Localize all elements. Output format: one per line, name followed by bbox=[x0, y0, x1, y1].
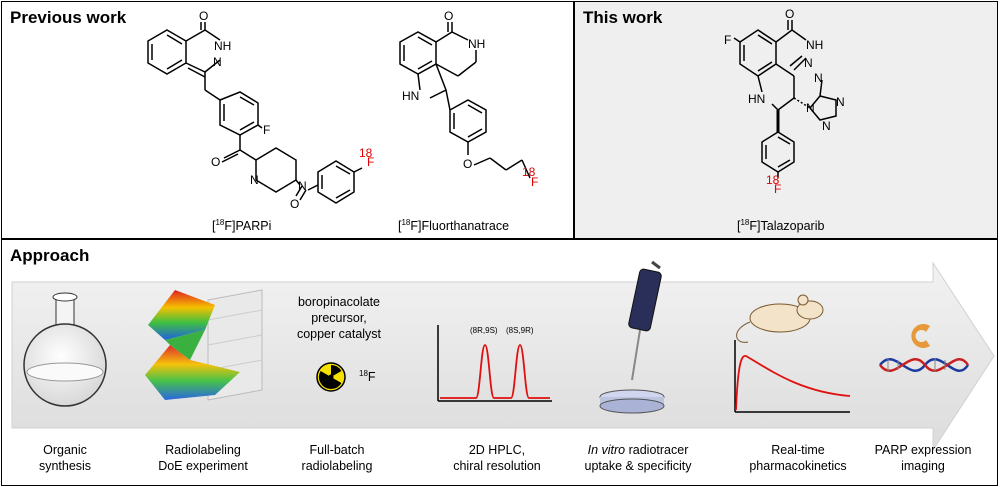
svg-text:N: N bbox=[250, 173, 259, 187]
svg-text:N: N bbox=[213, 55, 222, 69]
parpi-label: [18F]PARPi bbox=[212, 218, 272, 234]
svg-text:O: O bbox=[290, 197, 299, 211]
fluorine-18-label: 18F bbox=[359, 369, 376, 385]
svg-text:O: O bbox=[199, 9, 208, 23]
hplc-peak-8s9r: (8S,9R) bbox=[506, 326, 534, 335]
svg-text:N: N bbox=[806, 101, 815, 115]
talazoparib-label: [18F]Talazoparib bbox=[737, 218, 825, 234]
svg-text:O: O bbox=[444, 9, 453, 23]
svg-text:18: 18 bbox=[766, 173, 780, 187]
svg-text:F: F bbox=[774, 182, 781, 196]
svg-text:F: F bbox=[367, 155, 374, 169]
svg-text:N: N bbox=[836, 95, 845, 109]
svg-text:N: N bbox=[822, 119, 831, 133]
svg-text:HN: HN bbox=[402, 89, 419, 103]
this-work-title: This work bbox=[583, 8, 663, 27]
fluorthanatrace-label: [18F]Fluorthanatrace bbox=[398, 218, 510, 234]
step-hplc-chiral-resolution: 2D HPLC,chiral resolution bbox=[453, 443, 541, 473]
hplc-peak-8r9s: (8R,9S) bbox=[470, 326, 498, 335]
previous-work-title: Previous work bbox=[10, 8, 127, 27]
svg-text:N: N bbox=[804, 56, 813, 70]
svg-text:N: N bbox=[814, 71, 823, 85]
approach-title: Approach bbox=[10, 246, 90, 265]
svg-text:F: F bbox=[531, 175, 538, 189]
svg-text:NH: NH bbox=[214, 39, 231, 53]
svg-text:O: O bbox=[211, 155, 220, 169]
step-in-vitro-uptake: In vitro radiotracer uptake & specificit… bbox=[584, 443, 692, 473]
reagent-text: boropinacolate precursor, copper catalys… bbox=[296, 295, 382, 341]
svg-text:N: N bbox=[298, 179, 307, 193]
svg-text:F: F bbox=[724, 33, 731, 47]
svg-text:F: F bbox=[263, 123, 270, 137]
svg-text:18: 18 bbox=[522, 165, 536, 179]
svg-text:HN: HN bbox=[748, 92, 765, 106]
svg-text:NH: NH bbox=[468, 37, 485, 51]
svg-text:O: O bbox=[463, 157, 472, 171]
previous-work-panel: Previous work bbox=[1, 1, 574, 239]
this-work-panel: This work bbox=[574, 1, 998, 239]
svg-text:18: 18 bbox=[359, 146, 373, 160]
svg-text:O: O bbox=[785, 7, 794, 21]
svg-text:NH: NH bbox=[806, 38, 823, 52]
